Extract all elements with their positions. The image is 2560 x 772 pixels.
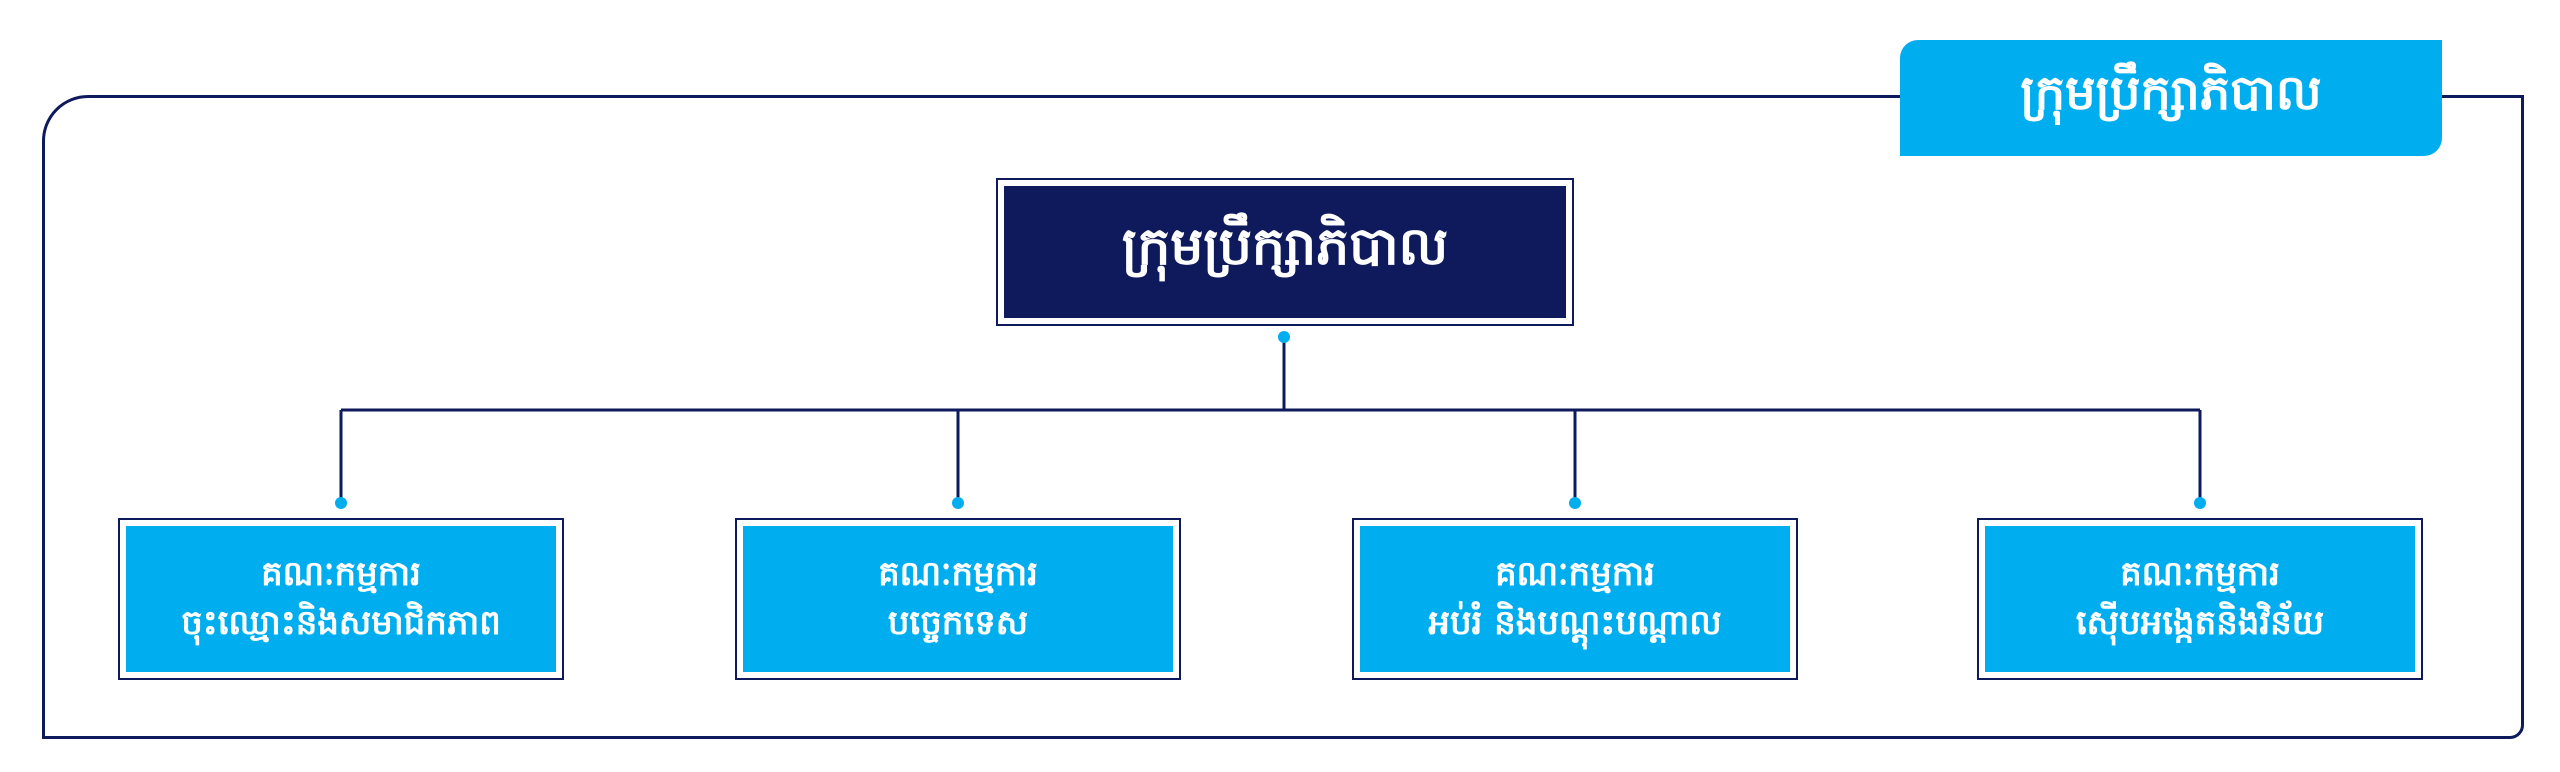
committee-label-line1: គណៈកម្មការ (261, 553, 421, 594)
committee-label-line2: អប់រំ និងបណ្តុះបណ្តាល (1428, 603, 1722, 643)
committee-node-investigation: គណៈកម្មការ ស៊ើបអង្កេតនិងវិន័យ (1977, 518, 2423, 680)
board-title-tab-label: ក្រុមប្រឹក្សាភិបាល (2020, 65, 2322, 121)
committee-node-fill: គណៈកម្មការ បច្ចេកទេស (743, 526, 1173, 672)
committee-node-fill: គណៈកម្មការ ចុះឈ្មោះនិងសមាជិកភាព (126, 526, 556, 672)
committee-label-line1: គណៈកម្មការ (2120, 553, 2280, 594)
committee-node-registration: គណៈកម្មការ ចុះឈ្មោះនិងសមាជិកភាព (118, 518, 564, 680)
committee-node-fill: គណៈកម្មការ ស៊ើបអង្កេតនិងវិន័យ (1985, 526, 2415, 672)
branch-dot-2 (952, 497, 964, 509)
branch-dot-4 (2194, 497, 2206, 509)
committee-label-line2: ចុះឈ្មោះនិងសមាជិកភាព (181, 603, 501, 643)
board-root-node-label: ក្រុមប្រឹក្សាភិបាល (1121, 217, 1449, 277)
root-connector-dot (1278, 331, 1290, 343)
board-root-node-fill: ក្រុមប្រឹក្សាភិបាល (1004, 186, 1566, 318)
committee-label-line2: បច្ចេកទេស (887, 603, 1029, 643)
committee-label-line1: គណៈកម្មការ (1495, 553, 1655, 594)
committee-label-line2: ស៊ើបអង្កេតនិងវិន័យ (2075, 603, 2325, 643)
committee-node-fill: គណៈកម្មការ អប់រំ និងបណ្តុះបណ្តាល (1360, 526, 1790, 672)
board-root-node: ក្រុមប្រឹក្សាភិបាល (996, 178, 1574, 326)
committee-node-education: គណៈកម្មការ អប់រំ និងបណ្តុះបណ្តាល (1352, 518, 1798, 680)
board-title-tab: ក្រុមប្រឹក្សាភិបាល (1900, 40, 2442, 156)
committee-label-line1: គណៈកម្មការ (878, 553, 1038, 594)
committee-node-technical: គណៈកម្មការ បច្ចេកទេស (735, 518, 1181, 680)
diagram-frame (42, 95, 2524, 739)
branch-dot-1 (335, 497, 347, 509)
branch-dot-3 (1569, 497, 1581, 509)
